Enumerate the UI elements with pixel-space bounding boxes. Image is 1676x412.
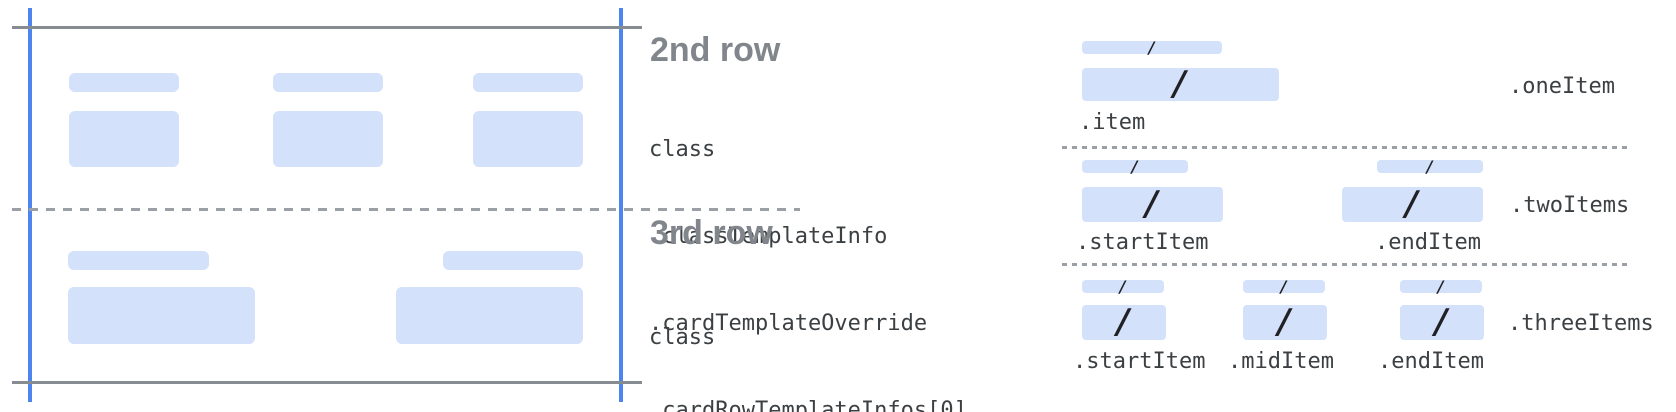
slash-placeholder-icon: /: [1279, 277, 1289, 296]
item-label-bar: /: [1243, 277, 1325, 296]
code-line: .cardTemplateOverride: [649, 311, 928, 336]
item-label: .item: [1079, 110, 1146, 135]
field-label-placeholder: [473, 73, 583, 92]
field-value-placeholder: [69, 111, 179, 167]
slash-placeholder-icon: /: [1147, 38, 1157, 57]
start-item-label: .startItem: [1076, 230, 1209, 255]
slash-placeholder-icon: /: [1113, 302, 1135, 342]
slash-placeholder-icon: /: [1431, 302, 1453, 342]
item-value-bar: /: [1243, 305, 1327, 340]
two-items-row-label: .twoItems: [1510, 193, 1630, 218]
field-label-placeholder: [69, 73, 179, 92]
slash-placeholder-icon: /: [1274, 302, 1296, 342]
item-value-bar: /: [1400, 305, 1484, 340]
row3-class-path: class .classTemplateInfo .cardTemplateOv…: [649, 265, 967, 412]
card-boundary-line-top: [12, 26, 642, 29]
row3-heading: 3rd row: [650, 214, 773, 252]
code-line: .cardRowTemplateInfos[0]: [649, 398, 967, 412]
field-label-placeholder: [68, 251, 209, 270]
field-label-placeholder: [273, 73, 383, 92]
field-label-placeholder: [443, 251, 583, 270]
slash-placeholder-icon: /: [1142, 184, 1163, 224]
card-margin-line-right: [619, 8, 623, 402]
row2-class-path: class .classTemplateInfo .cardTemplateOv…: [649, 77, 967, 412]
field-value-placeholder: [396, 287, 583, 344]
section-separator-dotted: [1062, 146, 1628, 149]
slash-placeholder-icon: /: [1425, 157, 1435, 176]
section-separator-dotted: [1062, 263, 1628, 266]
end-item-label: .endItem: [1375, 230, 1481, 255]
item-label-bar: /: [1400, 277, 1482, 296]
card-row-separator-dashed: [12, 208, 800, 211]
code-line: class: [649, 137, 716, 162]
item-value-bar: /: [1082, 305, 1166, 340]
field-value-placeholder: [473, 111, 583, 167]
slash-placeholder-icon: /: [1402, 184, 1423, 224]
item-label-bar: /: [1082, 277, 1164, 296]
item-label-bar: /: [1082, 157, 1188, 176]
mid-item-label: .midItem: [1228, 349, 1334, 374]
code-line: class: [649, 325, 716, 350]
one-item-row-label: .oneItem: [1509, 74, 1615, 99]
start-item-label: .startItem: [1073, 349, 1206, 374]
three-items-row-label: .threeItems: [1508, 311, 1654, 336]
field-value-placeholder: [68, 287, 255, 344]
row2-heading: 2nd row: [650, 31, 781, 69]
item-value-bar: /: [1342, 187, 1483, 222]
slash-placeholder-icon: /: [1436, 277, 1446, 296]
card-margin-line-left: [28, 8, 32, 402]
item-value-bar: /: [1082, 64, 1279, 104]
code-line: .classTemplateInfo: [649, 224, 888, 249]
field-value-placeholder: [273, 111, 383, 167]
item-value-bar: /: [1082, 187, 1223, 222]
item-label-bar: /: [1377, 157, 1483, 176]
slash-placeholder-icon: /: [1118, 277, 1128, 296]
slash-placeholder-icon: /: [1170, 64, 1191, 104]
end-item-label: .endItem: [1378, 349, 1484, 374]
slash-placeholder-icon: /: [1130, 157, 1140, 176]
card-boundary-line-bottom: [12, 381, 642, 384]
item-label-bar: /: [1082, 38, 1222, 57]
